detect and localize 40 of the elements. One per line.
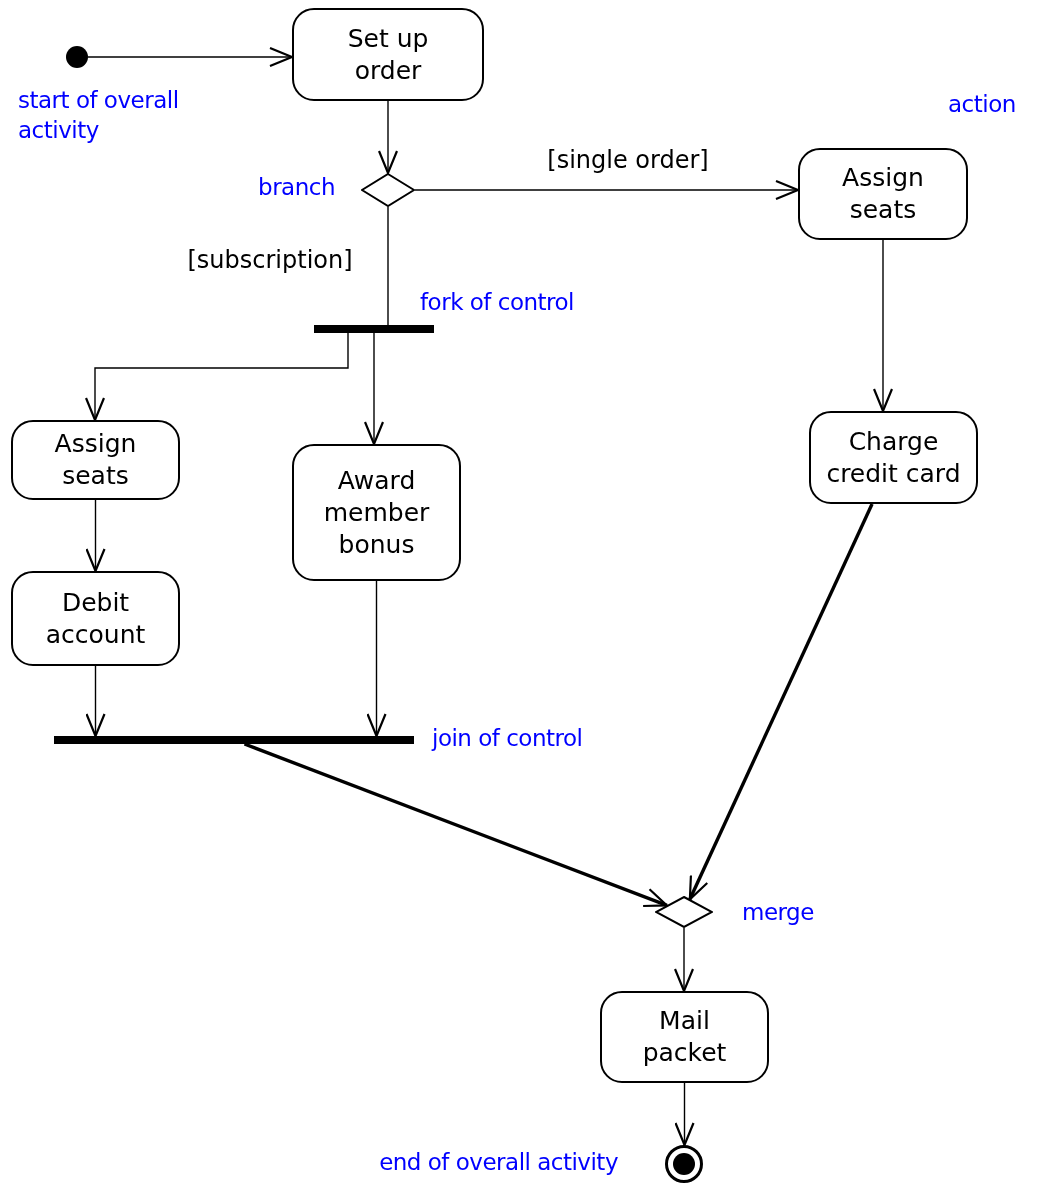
flow-arrow	[414, 179, 800, 201]
flow-arrow	[363, 332, 385, 446]
sync-bar	[314, 325, 434, 333]
action-box	[798, 148, 968, 240]
decision-diamond	[655, 896, 713, 928]
action-box	[600, 991, 769, 1083]
start-dot	[66, 46, 88, 68]
flow-arrow	[688, 503, 874, 901]
decision-diamond	[361, 173, 415, 207]
end-bullseye	[665, 1145, 703, 1183]
flow-arrow	[85, 499, 106, 573]
flow-arrow	[87, 46, 294, 68]
annotation-text: fork of control	[420, 288, 575, 317]
annotation-text: end of overall activity	[378, 1148, 618, 1177]
flow-arrow	[85, 665, 106, 738]
action-box	[11, 571, 180, 666]
action-text: Set up order	[346, 22, 430, 87]
flow-arrow	[377, 100, 399, 175]
annotation-text: action	[948, 90, 1017, 119]
action-box	[292, 8, 484, 101]
annotation-text: branch	[257, 173, 335, 202]
action-box	[292, 444, 461, 581]
flow-arrow	[243, 742, 668, 908]
action-text: Mail packet	[641, 1005, 728, 1069]
flow-arrow	[84, 332, 349, 422]
flow-arrow	[673, 927, 695, 993]
annotation-text: start of overall activity	[18, 86, 180, 145]
action-text: Assign seats	[841, 162, 925, 226]
action-box	[11, 420, 180, 500]
action-text: Debit account	[44, 586, 147, 651]
action-text: Award member bonus	[322, 464, 431, 561]
flow-arrow	[366, 580, 387, 738]
annotation-text: join of control	[432, 724, 584, 753]
flow-arrow	[872, 239, 894, 413]
action-text: Charge credit card	[825, 425, 962, 490]
annotation-text: merge	[742, 898, 815, 927]
action-box	[809, 411, 978, 504]
action-text: Assign seats	[53, 428, 138, 492]
sync-bar	[54, 736, 414, 744]
flow-arrow	[674, 1082, 695, 1147]
